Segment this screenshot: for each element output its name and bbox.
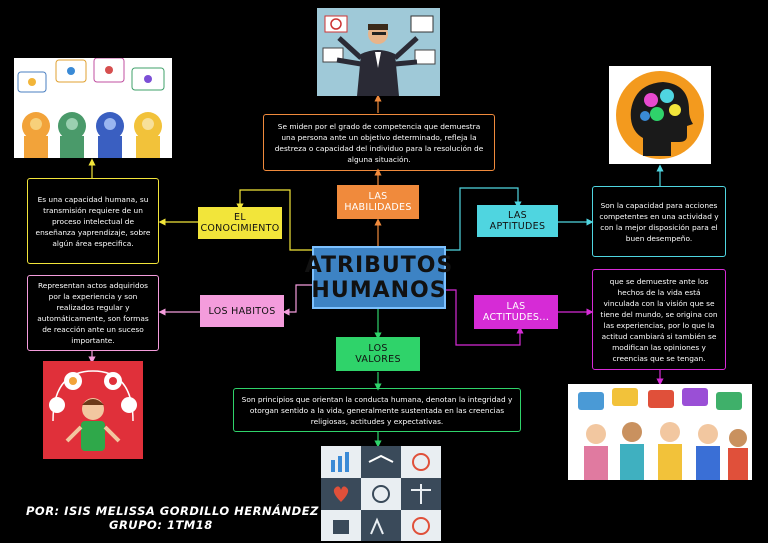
node-aptitudes-line1: LAS: [508, 210, 527, 221]
description-actitudes: que se demuestre ante los hechos de la v…: [592, 269, 726, 370]
description-aptitudes: Son la capacidad para acciones competent…: [592, 186, 726, 257]
central-topic: ATRIBUTOS HUMANOS: [305, 246, 452, 309]
node-actitudes-line2: ACTITUDES...: [482, 312, 550, 323]
node-actitudes-line1: LAS: [506, 301, 526, 312]
node-habilidades: LAS HABILIDADES: [337, 185, 419, 219]
footer-author: POR: ISIS MELISSA GORDILLO HERNÁNDEZ: [26, 504, 319, 518]
head-silhouette-illustration: [609, 66, 711, 164]
description-valores-text: Son principios que orientan la conducta …: [241, 394, 513, 426]
node-habilidades-line1: LAS: [368, 191, 388, 202]
description-aptitudes-text: Son la capacidad para acciones competent…: [599, 200, 719, 243]
node-conocimiento-line2: CONOCIMIENTO: [200, 223, 280, 234]
node-valores: LOS VALORES: [336, 337, 420, 371]
habits-kid-illustration: [43, 361, 143, 459]
node-aptitudes-line2: APTITUDES: [489, 221, 546, 232]
description-actitudes-text: que se demuestre ante los hechos de la v…: [600, 276, 718, 363]
node-conocimiento: EL CONOCIMIENTO: [198, 207, 282, 239]
people-opinions-illustration: [568, 384, 752, 480]
node-actitudes: LAS ACTITUDES...: [474, 295, 558, 329]
description-habilidades-text: Se miden por el grado de competencia que…: [274, 121, 484, 164]
description-habitos: Representan actos adquiridos por la expe…: [27, 275, 159, 351]
footer-group: GRUPO: 1TM18: [109, 518, 213, 532]
description-valores: Son principios que orientan la conducta …: [233, 388, 521, 432]
values-icons-illustration: [321, 446, 441, 541]
node-valores-line2: VALORES: [355, 354, 401, 365]
node-conocimiento-line1: EL: [234, 212, 246, 223]
node-habitos: LOS HABITOS: [200, 295, 284, 327]
description-conocimiento-text: Es una capacidad humana, su transmisión …: [35, 194, 151, 248]
node-habitos-line1: LOS HABITOS: [208, 305, 276, 317]
node-aptitudes: LAS APTITUDES: [477, 205, 558, 237]
description-habilidades: Se miden por el grado de competencia que…: [263, 114, 495, 171]
description-conocimiento: Es una capacidad humana, su transmisión …: [27, 178, 159, 264]
node-valores-line1: LOS: [368, 343, 388, 354]
central-topic-line2: HUMANOS: [311, 277, 447, 303]
central-topic-line1: ATRIBUTOS: [304, 252, 454, 278]
businessman-illustration: [317, 8, 440, 96]
learning-heads-illustration: [14, 58, 172, 158]
description-habitos-text: Representan actos adquiridos por la expe…: [37, 281, 149, 345]
node-habilidades-line2: HABILIDADES: [344, 202, 412, 213]
